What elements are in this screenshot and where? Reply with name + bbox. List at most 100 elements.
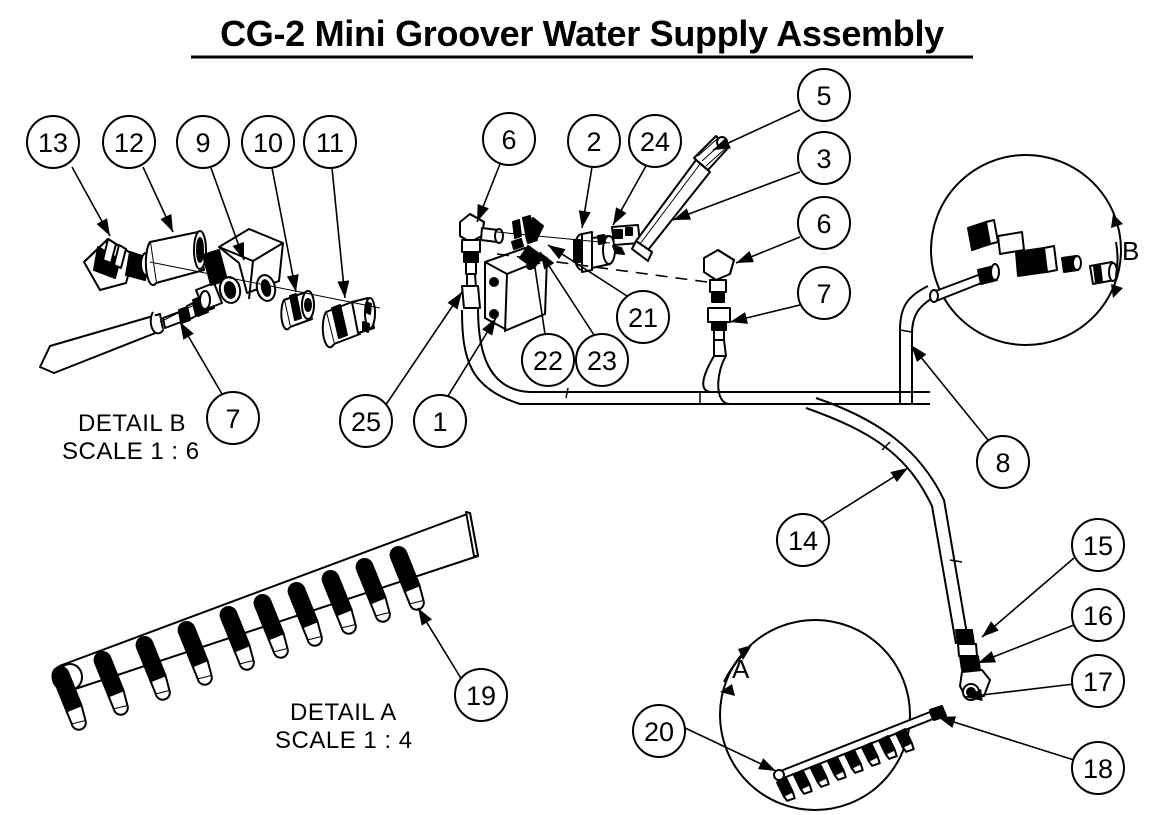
leader-arrowhead	[337, 280, 350, 298]
balloon-circle[interactable]	[454, 668, 508, 722]
balloon-number: 13	[38, 128, 68, 158]
balloon-number: 23	[587, 346, 617, 376]
balloon-8[interactable]: 8	[910, 344, 1030, 489]
balloon-circle[interactable]	[26, 115, 80, 169]
balloon-circle[interactable]	[1071, 654, 1125, 708]
balloon-5[interactable]: 5	[712, 68, 851, 151]
leader-arrowhead	[548, 245, 566, 260]
balloon-16[interactable]: 16	[977, 588, 1125, 664]
balloon-circle[interactable]	[102, 115, 156, 169]
balloon-21[interactable]: 21	[547, 244, 670, 344]
balloon-circle[interactable]	[628, 114, 682, 168]
balloon-number: 12	[114, 128, 144, 158]
detail-b-caption: DETAIL B SCALE 1 : 6	[62, 410, 200, 465]
balloon-13[interactable]: 13	[26, 115, 111, 237]
leader-line	[964, 683, 1075, 698]
balloon-circle[interactable]	[482, 112, 536, 166]
balloon-circle[interactable]	[616, 290, 670, 344]
balloon-circle[interactable]	[241, 115, 295, 169]
balloon-circle[interactable]	[797, 196, 851, 250]
balloon-6[interactable]: 6	[476, 112, 536, 223]
balloon-3[interactable]: 3	[672, 131, 851, 221]
leader-line	[384, 291, 463, 407]
leader-arrowhead	[673, 208, 692, 220]
balloon-circle[interactable]	[797, 131, 851, 185]
balloon-number: 6	[816, 209, 831, 239]
balloon-number: 21	[628, 303, 658, 333]
balloon-18[interactable]: 18	[937, 716, 1125, 795]
balloon-circle[interactable]	[339, 394, 393, 448]
balloon-number: 25	[351, 407, 381, 437]
balloon-20[interactable]: 20	[632, 704, 777, 772]
detail-a-label: DETAIL A	[290, 699, 397, 726]
leader-arrowhead	[613, 207, 627, 225]
leader-line	[977, 624, 1075, 664]
leader-arrowhead	[96, 218, 110, 236]
leader-arrowhead	[447, 292, 462, 310]
balloon-7[interactable]: 7	[179, 321, 260, 445]
balloon-number: 11	[316, 128, 344, 158]
balloon-14[interactable]: 14	[776, 467, 909, 567]
detail-b-label: DETAIL B	[78, 410, 186, 437]
balloon-circle[interactable]	[1071, 741, 1125, 795]
hose-seg-center	[461, 285, 481, 309]
balloon-number: 17	[1083, 667, 1113, 697]
balloon-1[interactable]: 1	[413, 317, 497, 448]
balloon-circle[interactable]	[303, 115, 357, 169]
balloon-circle[interactable]	[632, 704, 686, 758]
leader-line	[271, 167, 297, 293]
balloon-circle[interactable]	[206, 391, 260, 445]
leader-line	[682, 726, 777, 772]
detail-a-caption: DETAIL A SCALE 1 : 4	[275, 699, 412, 754]
balloon-number: 22	[533, 346, 563, 376]
balloon-19[interactable]: 19	[417, 607, 508, 722]
balloon-circle[interactable]	[521, 333, 575, 387]
balloon-number: 2	[586, 127, 601, 157]
balloon-circle[interactable]	[1071, 518, 1125, 572]
detail-b-circle-view: B	[929, 154, 1139, 346]
balloon-9[interactable]: 9	[176, 115, 245, 261]
balloon-circle[interactable]	[567, 114, 621, 168]
balloon-2[interactable]: 2	[567, 114, 621, 229]
balloon-17[interactable]: 17	[964, 654, 1125, 708]
balloon-number: 8	[995, 448, 1010, 478]
assembly-thin-line	[496, 231, 611, 244]
page-title-text: CG-2 Mini Groover Water Supply Assembly	[220, 13, 944, 54]
detail-a-boundary	[719, 619, 911, 811]
leader-arrowhead	[180, 322, 194, 340]
balloon-circle[interactable]	[413, 394, 467, 448]
leader-line	[937, 716, 1075, 761]
marker-a-annotation: A	[720, 645, 752, 696]
balloon-11[interactable]: 11	[303, 115, 357, 299]
balloon-circle[interactable]	[976, 435, 1030, 489]
leader-arrowhead	[528, 248, 541, 266]
balloon-12[interactable]: 12	[102, 115, 174, 233]
leader-arrowhead	[160, 214, 173, 232]
detail-b-scale: SCALE 1 : 6	[62, 438, 200, 465]
balloon-circle[interactable]	[575, 333, 629, 387]
leader-arrowhead	[481, 318, 496, 336]
balloon-number: 9	[195, 128, 210, 158]
balloon-circle[interactable]	[176, 115, 230, 169]
balloon-circle[interactable]	[776, 513, 830, 567]
balloon-22[interactable]: 22	[521, 247, 575, 387]
leader-line	[981, 557, 1075, 638]
balloon-7b[interactable]: 7	[729, 266, 851, 324]
balloon-24[interactable]: 24	[612, 114, 682, 226]
fitting-9-tee	[202, 228, 284, 304]
balloon-number: 3	[816, 144, 831, 174]
detail-a-geometry	[51, 511, 479, 731]
balloon-number: 7	[225, 404, 240, 434]
balloon-25[interactable]: 25	[339, 291, 463, 448]
balloon-circle[interactable]	[797, 266, 851, 320]
balloon-6b[interactable]: 6	[735, 196, 851, 264]
elbow-6-right	[703, 249, 735, 303]
balloon-circle[interactable]	[1071, 588, 1125, 642]
balloon-23[interactable]: 23	[539, 251, 629, 387]
balloon-10[interactable]: 10	[241, 115, 299, 293]
leader-arrowhead	[736, 251, 755, 263]
balloon-15[interactable]: 15	[981, 518, 1125, 638]
valve-body-2	[573, 231, 625, 273]
balloon-circle[interactable]	[797, 68, 851, 122]
